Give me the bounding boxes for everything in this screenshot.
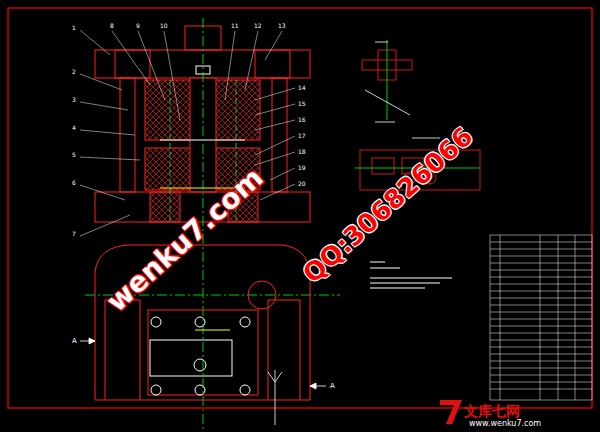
callout-number: 17	[298, 133, 306, 139]
title-block	[490, 235, 592, 400]
watermark: QQ:306826066	[298, 123, 477, 288]
callout-number: 16	[298, 117, 306, 123]
die-assembly	[95, 26, 310, 222]
callout-number: 8	[110, 23, 114, 29]
leader-lines	[80, 30, 295, 236]
section-arrows	[80, 338, 326, 425]
callout-number: 7	[72, 231, 76, 237]
logo-text: 文库七网	[464, 404, 520, 418]
callout-number: 19	[298, 165, 306, 171]
sheet-border	[8, 8, 592, 408]
callout-number: 3	[72, 97, 76, 103]
callout-number: 20	[298, 181, 306, 187]
press-frame	[95, 245, 310, 400]
callout-number: 1	[72, 25, 76, 31]
callout-number: 6	[72, 180, 76, 186]
callout-number: 4	[72, 125, 76, 131]
callout-number: 11	[231, 23, 239, 29]
callout-number: 14	[298, 85, 306, 91]
section-letter: A	[72, 338, 77, 345]
callout-number: 9	[136, 23, 140, 29]
callout-number: 15	[298, 101, 306, 107]
section-letter: A	[330, 383, 335, 390]
technical-notes	[370, 262, 452, 288]
center-lines	[85, 18, 340, 430]
callout-number: 5	[72, 152, 76, 158]
callout-number: 12	[254, 23, 262, 29]
callout-number: 10	[160, 23, 168, 29]
callout-number: 13	[278, 23, 286, 29]
logo-url: www.wenku7.com	[469, 420, 541, 428]
callout-number: 2	[72, 69, 76, 75]
callout-number: 18	[298, 149, 306, 155]
logo-mark	[440, 400, 462, 424]
